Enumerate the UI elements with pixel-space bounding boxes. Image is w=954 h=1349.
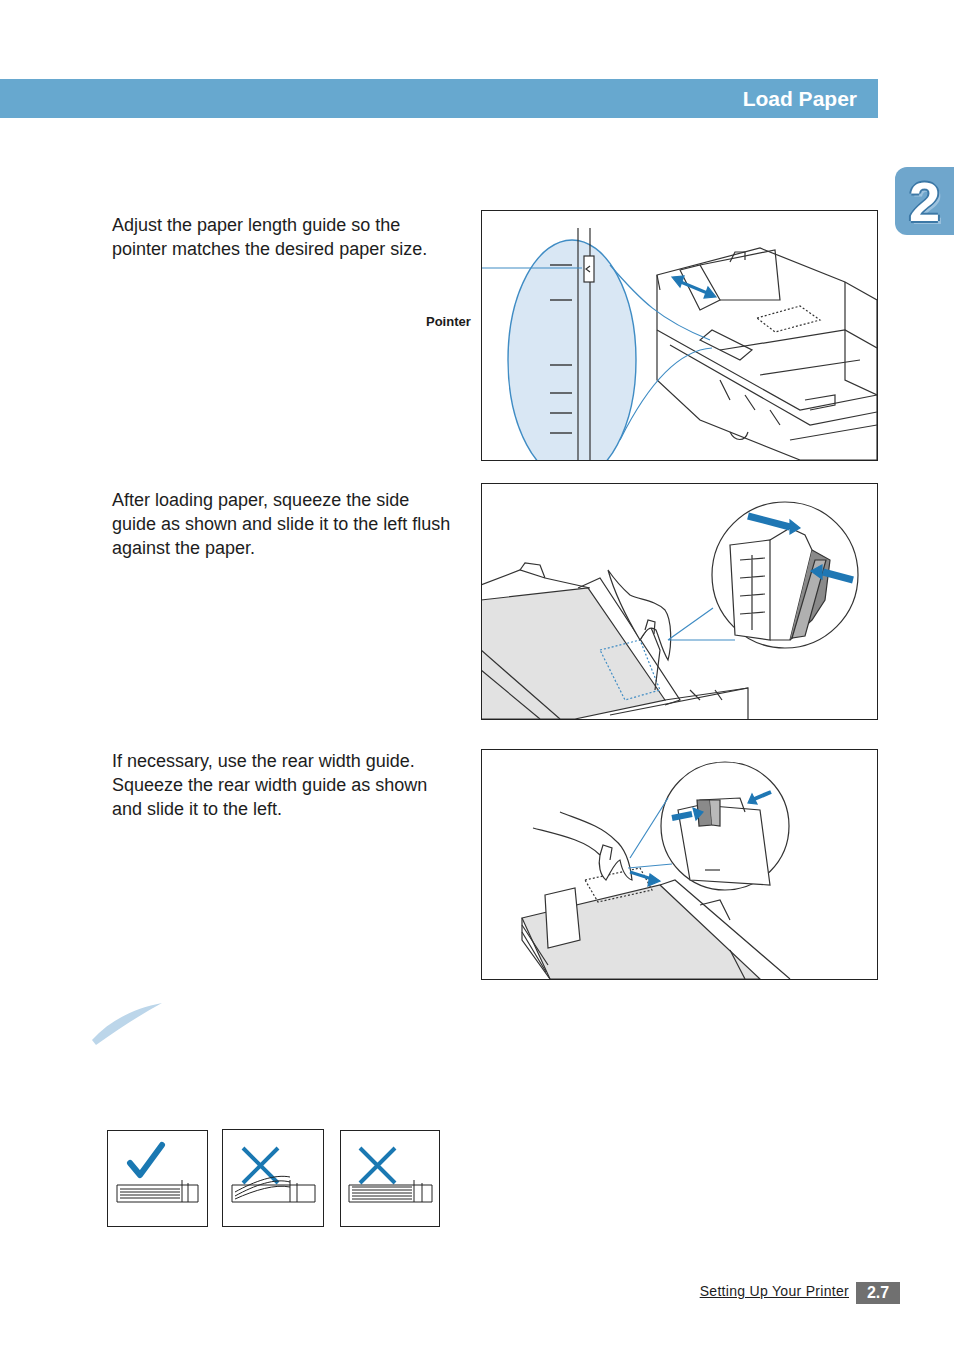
part-label: Pointer bbox=[424, 314, 473, 329]
note-brush-mark bbox=[92, 1003, 162, 1045]
instruction-text: After loading paper, squeeze the side gu… bbox=[112, 488, 457, 560]
rear-guide-figure bbox=[482, 750, 878, 980]
node-text: 2 bbox=[909, 169, 940, 234]
instruction-text: Adjust the paper length guide so the poi… bbox=[112, 213, 457, 261]
paper-stack-icons bbox=[108, 1130, 440, 1227]
page-title: Load Paper bbox=[743, 84, 857, 114]
instruction-text: If necessary, use the rear width guide. … bbox=[112, 749, 457, 821]
side-guide-figure bbox=[481, 484, 878, 720]
header-band bbox=[0, 79, 878, 118]
page-number-box: 2.7 bbox=[856, 1282, 900, 1304]
chapter-tab: 2 bbox=[895, 167, 954, 235]
node-text: 2.7 bbox=[867, 1284, 889, 1302]
footer-section-name: Setting Up Your Printer bbox=[700, 1283, 849, 1299]
length-guide-figure bbox=[467, 211, 878, 481]
